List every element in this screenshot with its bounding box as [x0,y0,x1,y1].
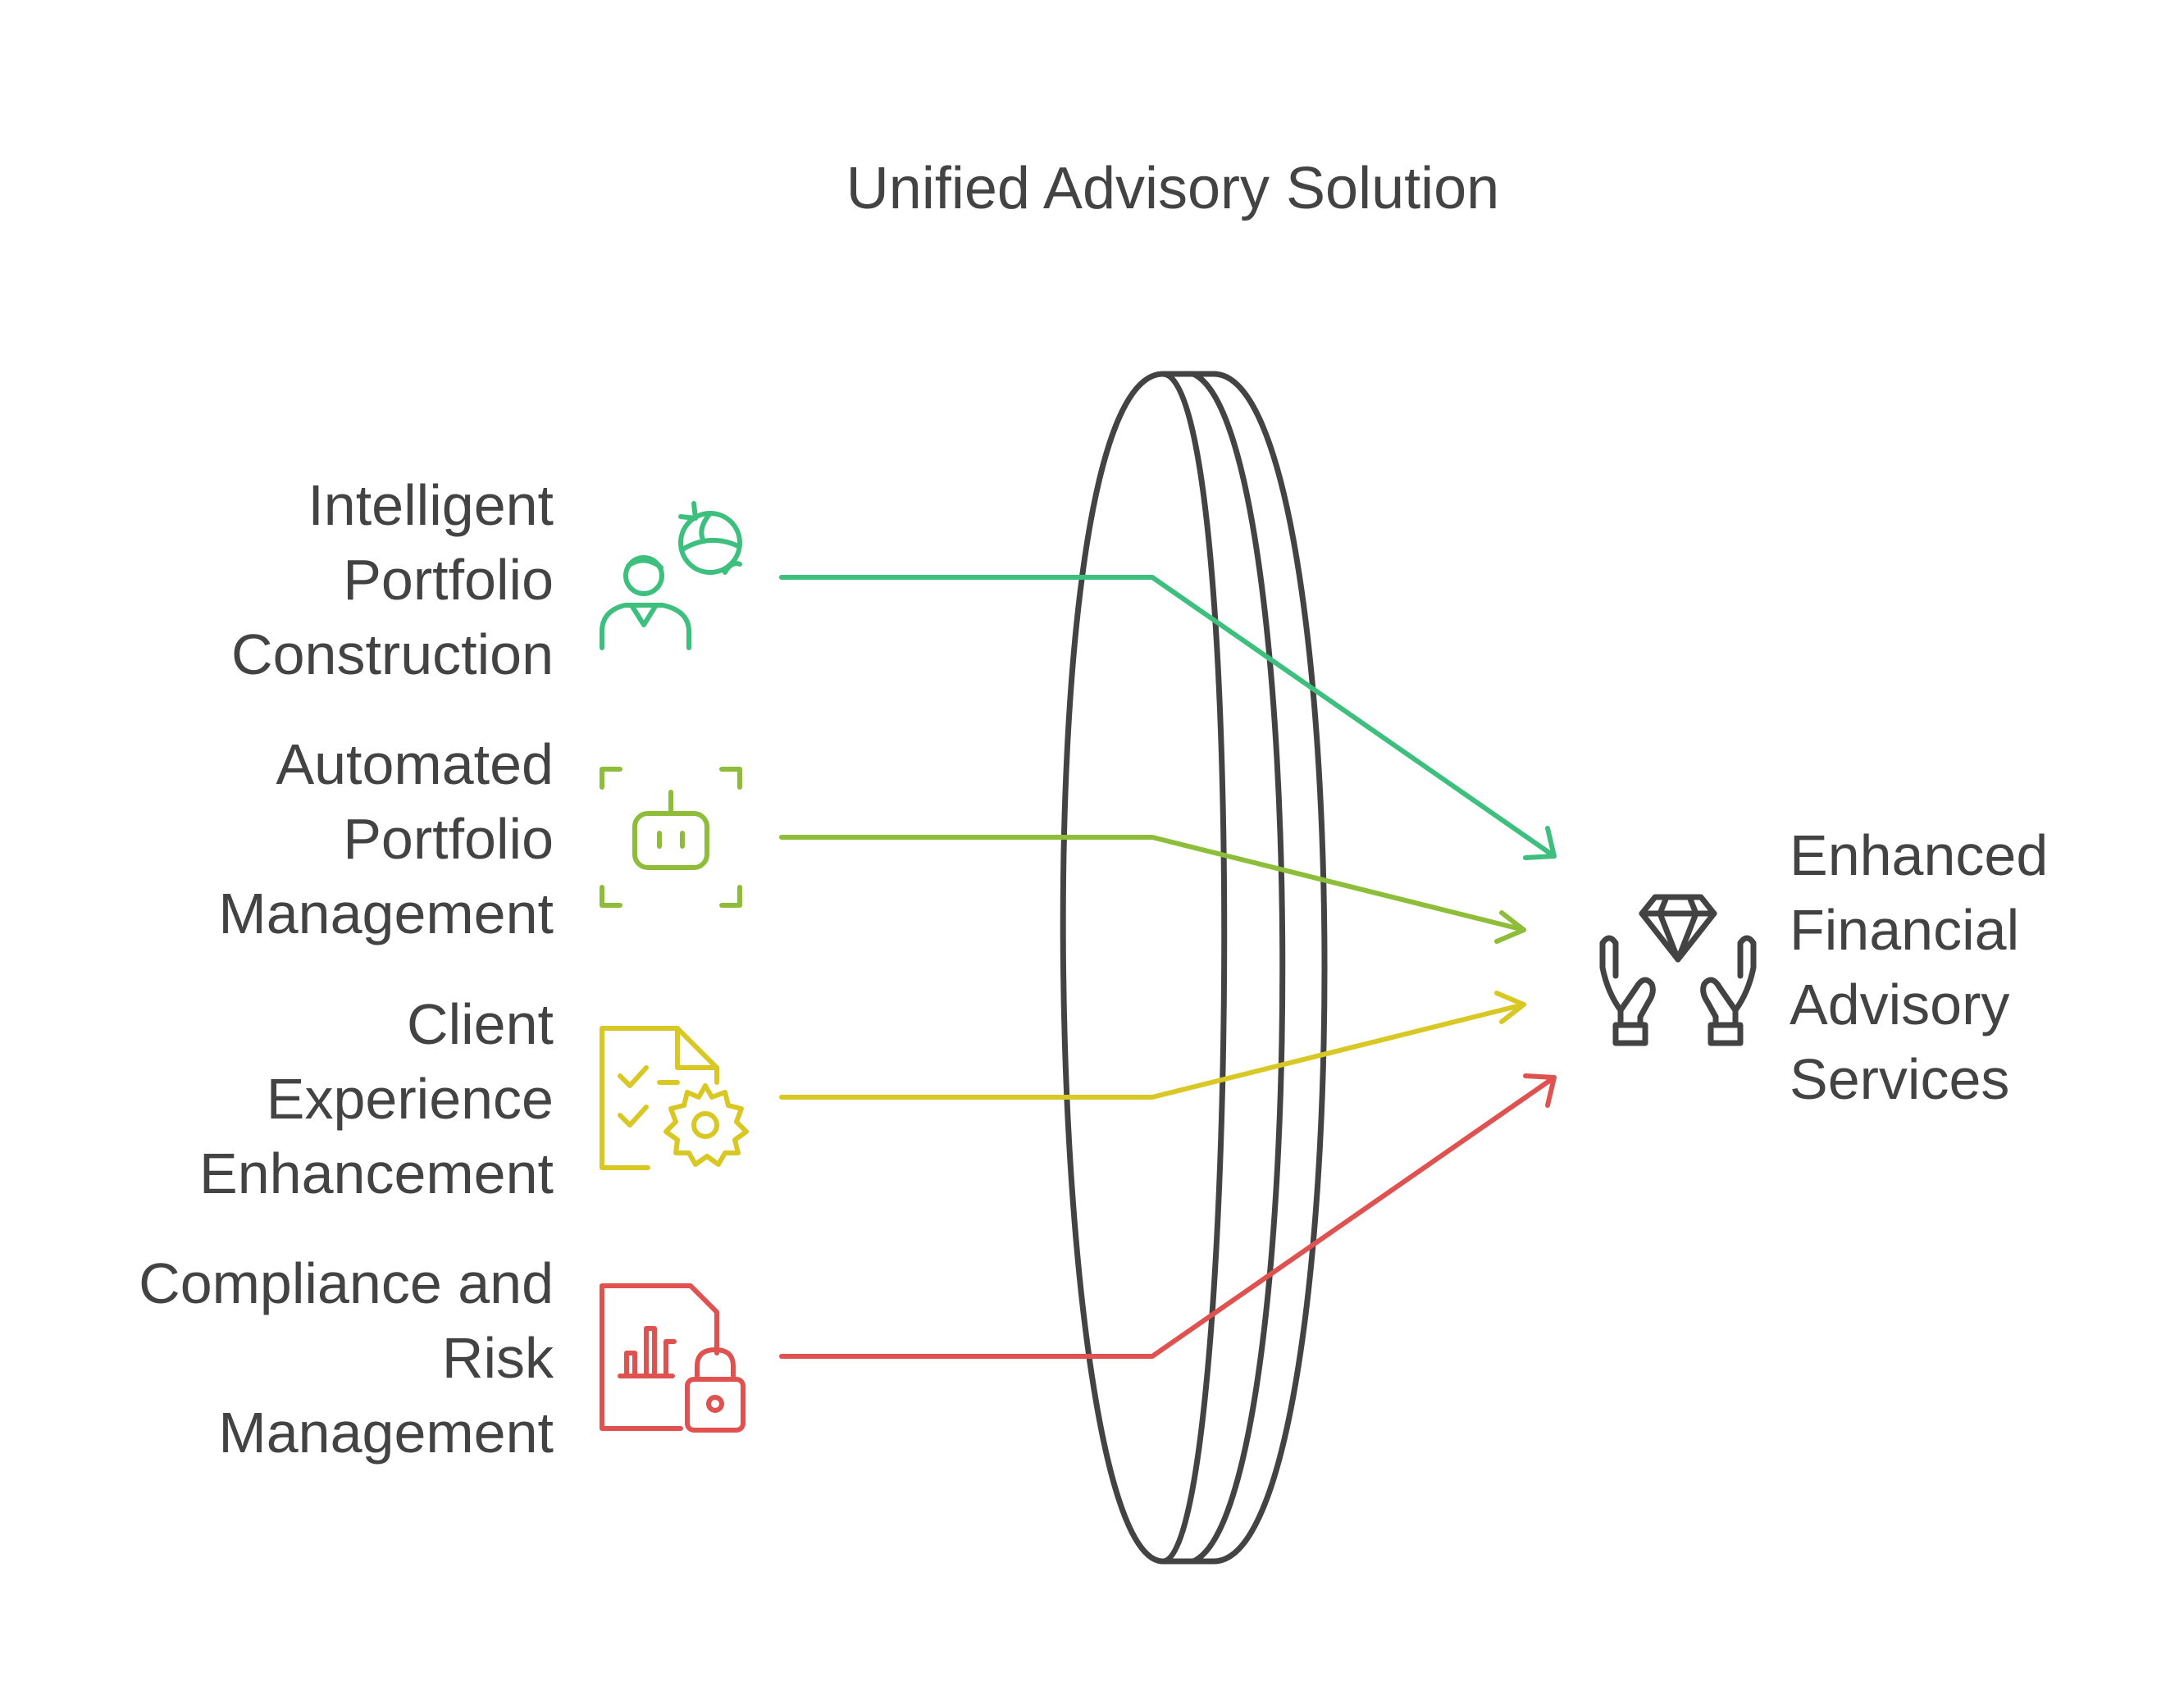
chart-lock-document-icon [600,1283,745,1433]
input-label-compliance-risk: Compliance and Risk Management [0,1246,554,1470]
label-line: Risk [441,1326,554,1390]
label-line: Enhancement [199,1141,554,1205]
label-line: Portfolio [343,548,554,612]
arrow-compliance-risk [779,1073,1557,1359]
lens-back-rim [1211,371,1328,1565]
lens-shape [1060,371,1328,1565]
label-line: Experience [266,1067,554,1131]
label-line: Enhanced [1790,823,2049,887]
label-line: Advisory [1790,973,2010,1037]
label-line: Portfolio [343,807,554,871]
lens-inner-rim [1190,371,1286,1565]
diagram-title: Unified Advisory Solution [846,156,1500,221]
label-line: Client [407,992,554,1056]
label-line: Construction [231,622,554,686]
robot-frame-icon [600,767,742,908]
label-line: Financial [1790,898,2020,962]
lens-front-face [1060,371,1228,1565]
label-line: Services [1790,1047,2010,1111]
label-line: Management [218,1401,554,1465]
label-line: Automated [276,732,554,796]
label-line: Intelligent [308,473,554,537]
label-line: Compliance and [139,1251,554,1315]
input-label-client-experience: Client Experience Enhancement [0,987,554,1211]
user-globe-icon [600,501,742,650]
arrow-automated-portfolio [779,835,1526,944]
input-label-intelligent-portfolio: Intelligent Portfolio Construction [0,468,554,692]
output-label-enhanced-services: Enhanced Financial Advisory Services [1790,818,2167,1117]
arrow-client-experience [779,991,1526,1100]
checklist-gear-icon [600,1026,749,1170]
hands-diamond-icon [1599,894,1757,1046]
label-line: Management [218,882,554,945]
arrow-intelligent-portfolio [779,575,1557,860]
input-label-automated-portfolio: Automated Portfolio Management [0,727,554,951]
